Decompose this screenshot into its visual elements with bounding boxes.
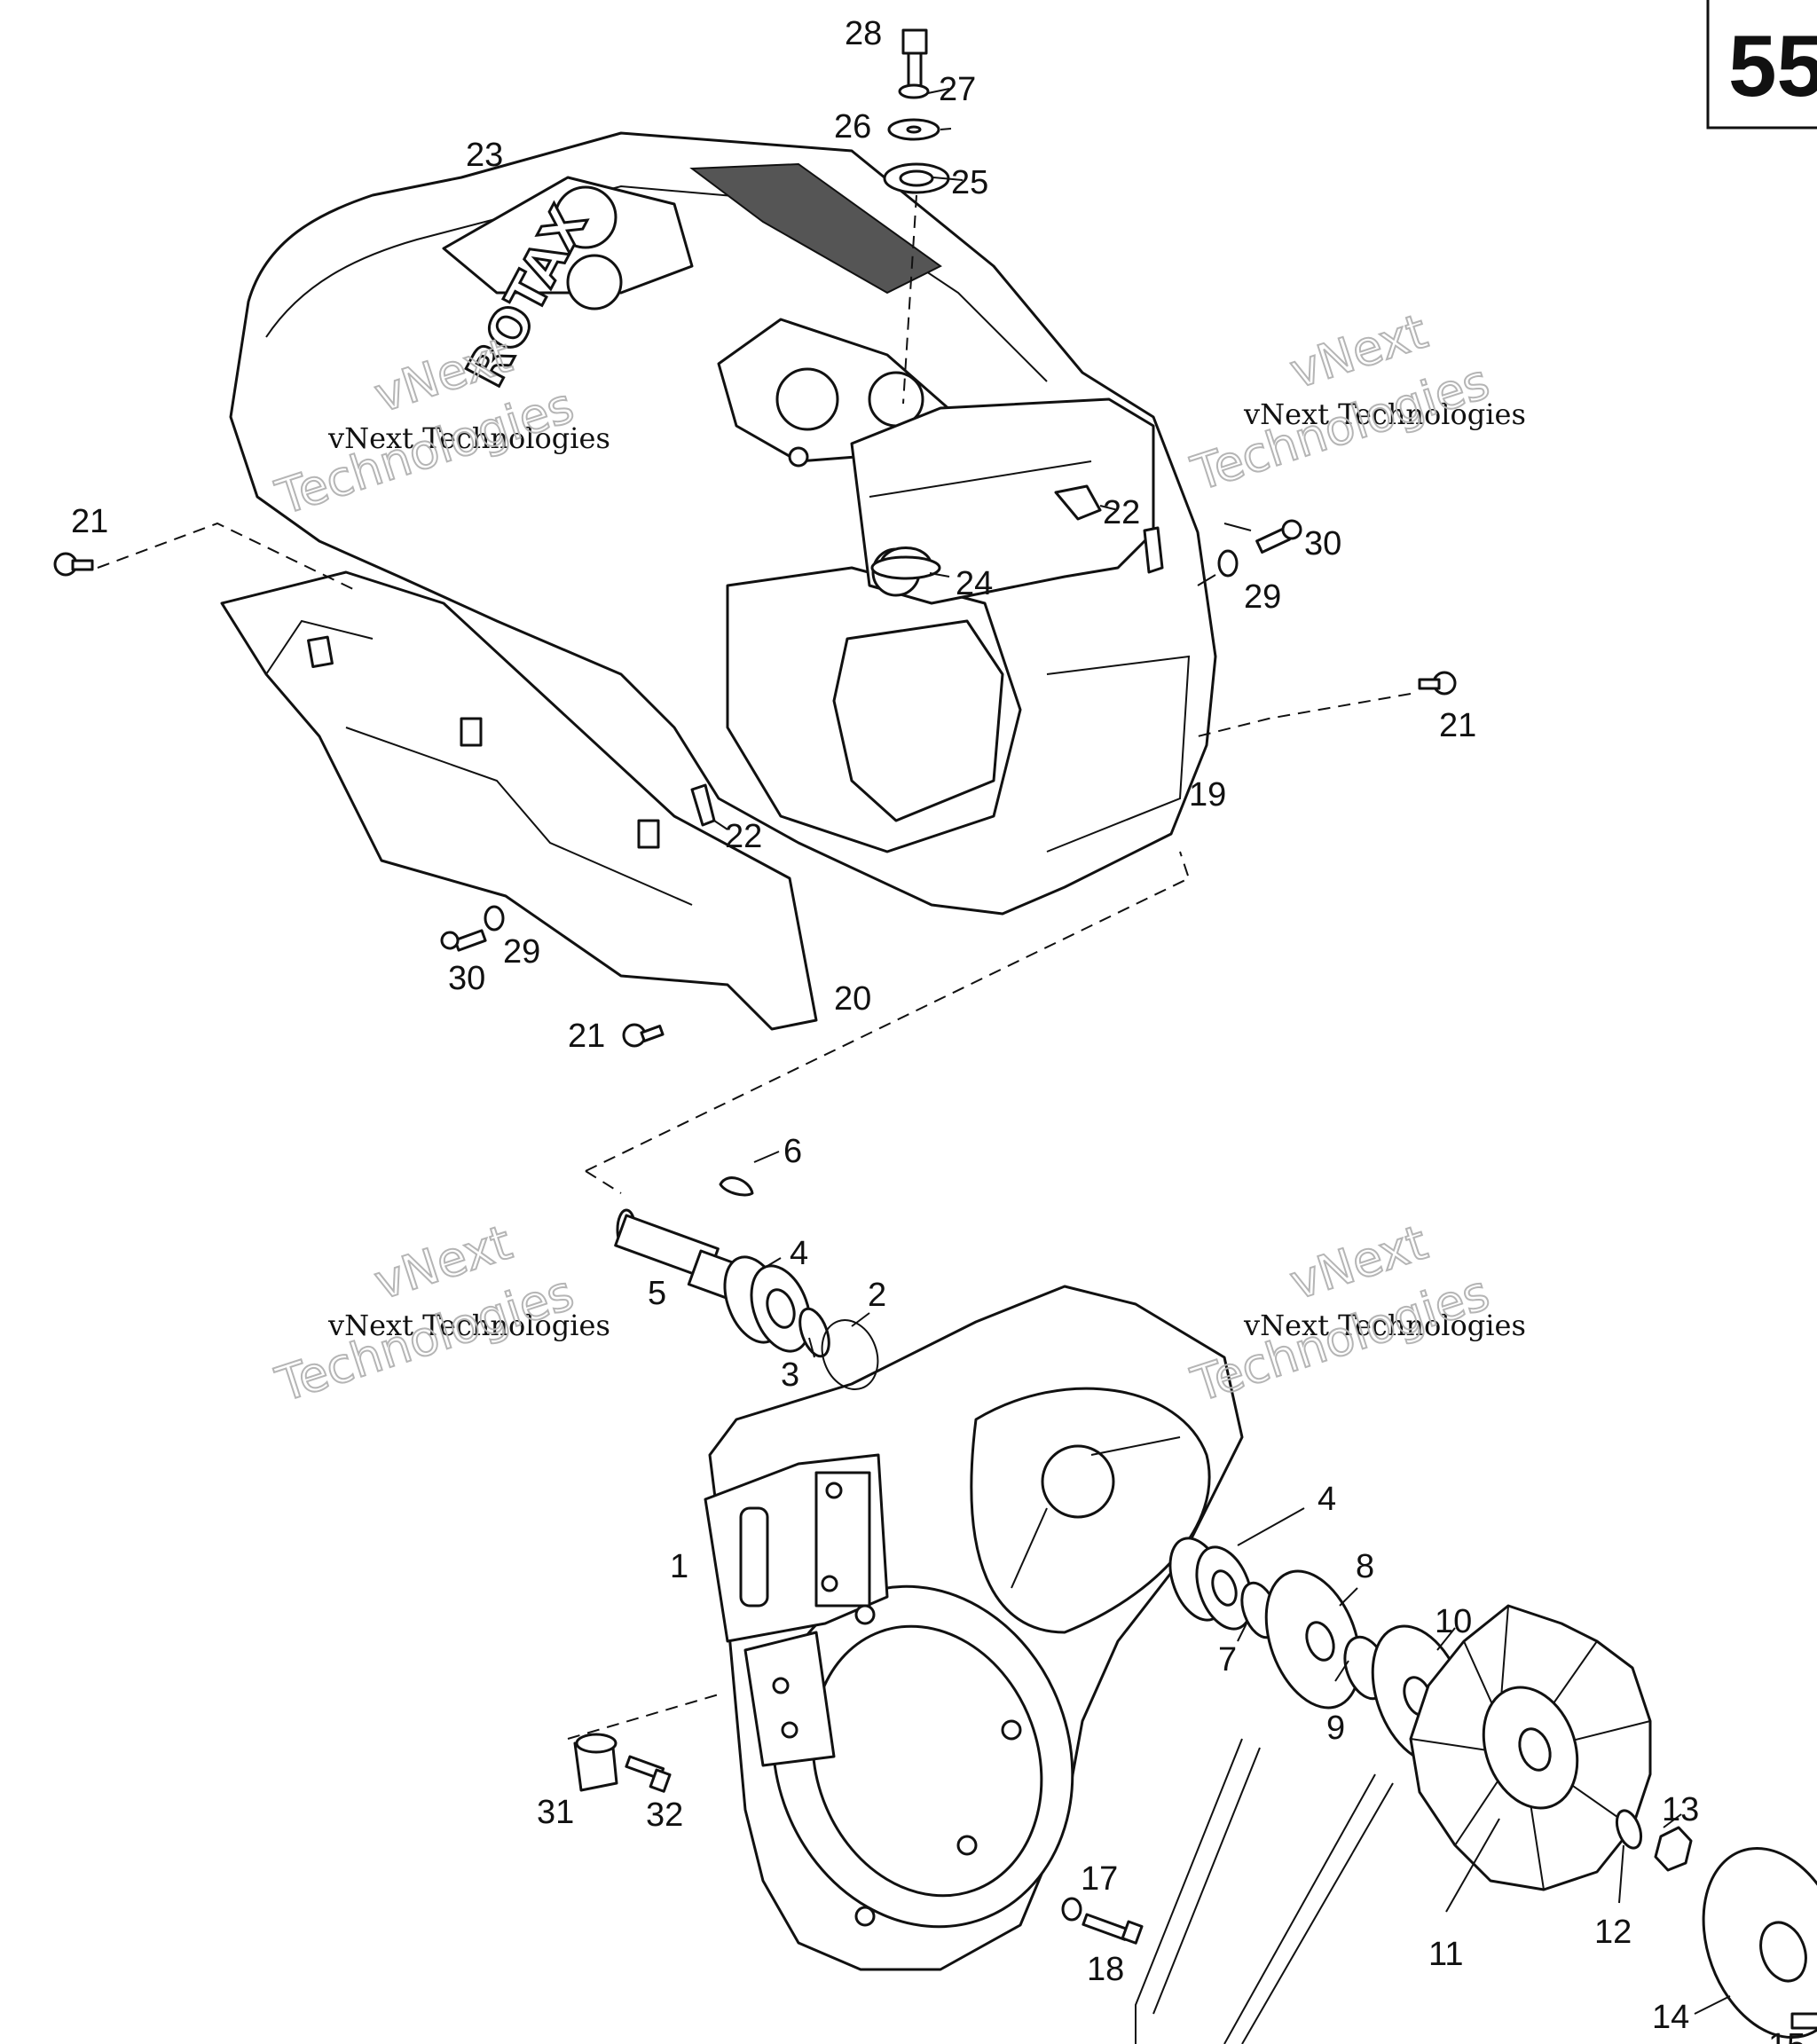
callout-6: 6 bbox=[783, 1133, 802, 1170]
page-number: 55 bbox=[1728, 17, 1817, 114]
watermark-text: vNext Technologies bbox=[327, 421, 610, 455]
upper-fasteners bbox=[53, 28, 1457, 1194]
callout-1: 1 bbox=[670, 1548, 688, 1585]
callout-18: 18 bbox=[1087, 1951, 1124, 1988]
callout-11: 11 bbox=[1428, 1936, 1463, 1973]
callout-4-upper: 4 bbox=[790, 1235, 808, 1272]
callout-17: 17 bbox=[1081, 1860, 1118, 1898]
watermark-4: vNext Technologies vNext Technologies bbox=[1184, 1214, 1526, 1414]
callout-14: 14 bbox=[1652, 1999, 1689, 2036]
watermark-text: vNext Technologies bbox=[1243, 1309, 1526, 1342]
callout-4-lower: 4 bbox=[1318, 1481, 1336, 1518]
callout-22-right: 22 bbox=[1103, 494, 1140, 531]
callout-7: 7 bbox=[1218, 1641, 1237, 1678]
callout-12: 12 bbox=[1594, 1914, 1632, 1951]
leader-lines bbox=[713, 88, 1731, 2015]
callout-29-right: 29 bbox=[1244, 578, 1281, 616]
watermark-2: vNext Technologies vNext Technologies bbox=[1184, 303, 1526, 503]
callout-29-left: 29 bbox=[503, 933, 540, 971]
callout-9: 9 bbox=[1326, 1710, 1345, 1747]
callout-15: 15 bbox=[1768, 2027, 1805, 2044]
callout-28: 28 bbox=[845, 15, 882, 52]
callout-13: 13 bbox=[1662, 1791, 1699, 1828]
callout-22-left: 22 bbox=[725, 818, 762, 855]
callout-27: 27 bbox=[939, 71, 976, 108]
cooling-fan bbox=[1409, 1604, 1817, 2040]
watermark-3: vNext Technologies vNext Technologies bbox=[269, 1214, 610, 1414]
callout-2: 2 bbox=[868, 1277, 886, 1314]
page-number-box: 55 bbox=[1706, 0, 1817, 130]
fan-housing bbox=[567, 1285, 1244, 1971]
lower-fasteners bbox=[573, 1733, 1144, 1945]
watermark-text: vNext Technologies bbox=[327, 1309, 610, 1342]
callout-23: 23 bbox=[466, 137, 503, 174]
callout-32: 32 bbox=[646, 1796, 683, 1834]
callout-21-right: 21 bbox=[1439, 707, 1476, 744]
watermark-text: vNext Technologies bbox=[1243, 397, 1526, 431]
callout-5: 5 bbox=[648, 1275, 666, 1312]
callout-8: 8 bbox=[1356, 1548, 1374, 1585]
callout-30-right: 30 bbox=[1304, 525, 1341, 562]
callout-19: 19 bbox=[1189, 776, 1226, 814]
drive-belt bbox=[1135, 1738, 1394, 2044]
callout-labels: 1 2 3 4 4 5 6 7 8 9 10 11 12 13 14 15 17… bbox=[71, 15, 1805, 2044]
callout-10: 10 bbox=[1435, 1603, 1472, 1640]
callout-26: 26 bbox=[834, 108, 871, 145]
callout-21-left: 21 bbox=[71, 503, 108, 540]
callout-31: 31 bbox=[537, 1794, 574, 1831]
callout-3: 3 bbox=[781, 1356, 799, 1394]
callout-24: 24 bbox=[956, 565, 993, 602]
callout-21-bottom: 21 bbox=[568, 1018, 605, 1055]
callout-30-left: 30 bbox=[448, 960, 485, 997]
callout-20: 20 bbox=[834, 980, 871, 1018]
fan-housing-cover: ROTAX bbox=[220, 131, 1217, 1031]
callout-25: 25 bbox=[951, 164, 988, 201]
